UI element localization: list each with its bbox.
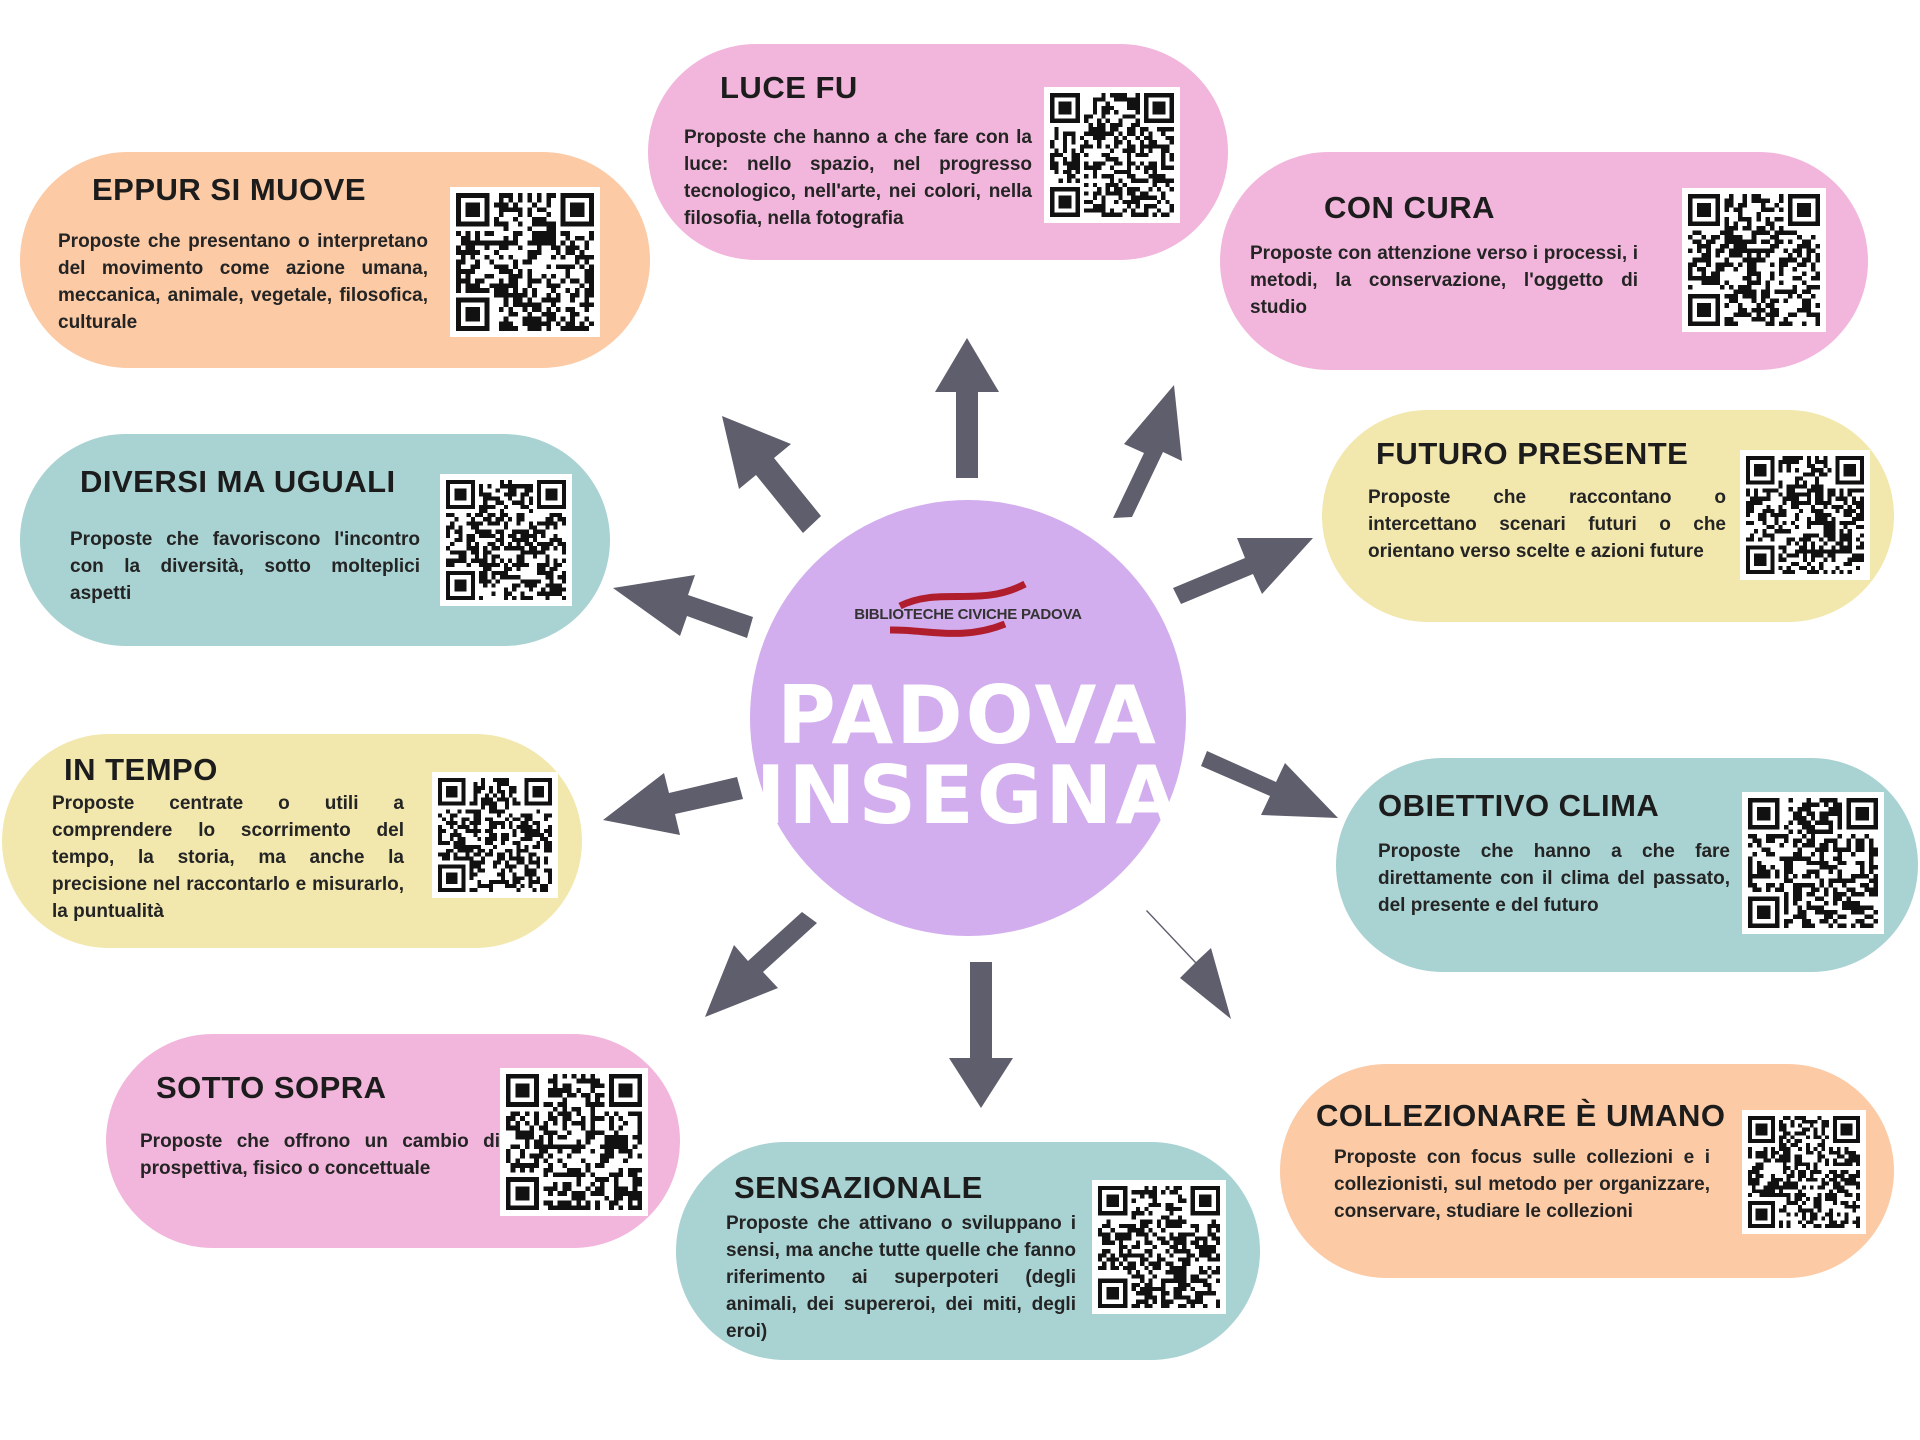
topic-title: DIVERSI MA UGUALI — [80, 464, 396, 499]
qr-code[interactable] — [1092, 1180, 1226, 1314]
qr-code-icon — [1050, 93, 1174, 217]
arrow-right-upper — [1173, 538, 1313, 604]
topic-futuro-presente: FUTURO PRESENTE Proposte che raccontano … — [1322, 410, 1894, 622]
topic-title: LUCE FU — [720, 70, 858, 105]
qr-code[interactable] — [1742, 792, 1884, 934]
qr-code-icon — [456, 193, 594, 331]
topic-title: FUTURO PRESENTE — [1376, 436, 1689, 471]
qr-code-icon — [1098, 1186, 1220, 1308]
topic-description: Proposte con attenzione verso i processi… — [1250, 243, 1638, 318]
topic-title: EPPUR SI MUOVE — [92, 172, 366, 207]
qr-code[interactable] — [1742, 1110, 1866, 1234]
topic-description: Proposte che presentano o interpretano d… — [58, 231, 428, 333]
qr-code-icon — [506, 1074, 642, 1210]
qr-code-icon — [446, 480, 566, 600]
topic-eppur-si-muove: EPPUR SI MUOVE Proposte che presentano o… — [20, 152, 650, 368]
arrow-up — [935, 338, 999, 478]
arrow-up-left — [722, 416, 821, 533]
arrow-up-right — [1113, 385, 1182, 518]
qr-code[interactable] — [432, 772, 558, 898]
topic-sotto-sopra: SOTTO SOPRA Proposte che offrono un camb… — [106, 1034, 680, 1248]
topic-con-cura: CON CURA Proposte con attenzione verso i… — [1220, 152, 1868, 370]
qr-code-icon — [1748, 798, 1878, 928]
topic-description: Proposte che raccontano o intercettano s… — [1368, 487, 1726, 562]
qr-code[interactable] — [500, 1068, 648, 1216]
topic-description: Proposte che hanno a che fare direttamen… — [1378, 841, 1730, 916]
qr-code-icon — [1748, 1116, 1860, 1228]
topic-description: Proposte che hanno a che fare con la luc… — [684, 127, 1032, 229]
qr-code[interactable] — [1044, 87, 1180, 223]
center-title-line2: INSEGNA — [755, 749, 1181, 842]
qr-code[interactable] — [1740, 450, 1870, 580]
topic-collezionare-e-umano: COLLEZIONARE È UMANO Proposte con focus … — [1280, 1064, 1894, 1278]
library-logo-icon — [890, 580, 1027, 637]
arrow-right-middle — [1201, 751, 1338, 818]
center-circle: BIBLIOTECHE CIVICHE PADOVA PADOVA INSEGN… — [750, 500, 1186, 936]
topic-title: COLLEZIONARE È UMANO — [1316, 1098, 1726, 1133]
topic-description: Proposte che offrono un cambio di prospe… — [140, 1131, 500, 1179]
center-title-line1: PADOVA — [777, 669, 1159, 762]
arrow-left-upper — [613, 575, 753, 638]
topic-obiettivo-clima: OBIETTIVO CLIMA Proposte che hanno a che… — [1336, 758, 1918, 972]
topic-title: SENSAZIONALE — [734, 1170, 983, 1205]
qr-code-icon — [1746, 456, 1864, 574]
qr-code[interactable] — [440, 474, 572, 606]
library-name: BIBLIOTECHE CIVICHE PADOVA — [854, 606, 1082, 623]
topic-title: SOTTO SOPRA — [156, 1070, 387, 1105]
topic-title: IN TEMPO — [64, 752, 218, 787]
topic-title: CON CURA — [1324, 190, 1496, 225]
qr-code[interactable] — [450, 187, 600, 337]
arrow-down-right — [1146, 910, 1231, 1019]
arrow-down-left — [705, 912, 817, 1017]
arrow-down — [949, 962, 1013, 1108]
topic-title: OBIETTIVO CLIMA — [1378, 788, 1660, 823]
topic-sensazionale: SENSAZIONALE Proposte che attivano o svi… — [676, 1142, 1260, 1360]
qr-code-icon — [438, 778, 552, 892]
topic-luce-fu: LUCE FU Proposte che hanno a che fare co… — [648, 44, 1228, 260]
topic-diversi-ma-uguali: DIVERSI MA UGUALI Proposte che favorisco… — [20, 434, 610, 646]
topic-in-tempo: IN TEMPO Proposte centrate o utili a com… — [2, 734, 582, 948]
arrow-left-middle — [603, 773, 743, 835]
qr-code[interactable] — [1682, 188, 1826, 332]
topic-description: Proposte che favoriscono l'incontro con … — [70, 529, 420, 604]
topic-description: Proposte centrate o utili a comprendere … — [52, 793, 404, 922]
topic-description: Proposte con focus sulle collezioni e i … — [1334, 1147, 1710, 1222]
topic-description: Proposte che attivano o sviluppano i sen… — [726, 1213, 1076, 1342]
qr-code-icon — [1688, 194, 1820, 326]
